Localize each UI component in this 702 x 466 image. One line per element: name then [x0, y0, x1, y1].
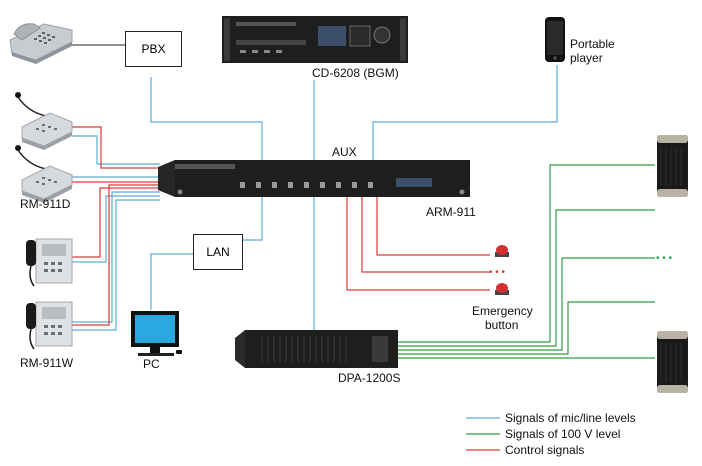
- aux-label: AUX: [332, 145, 357, 159]
- legend-mic-line: Signals of mic/line levels: [505, 411, 636, 425]
- emergency-label: Emergency: [472, 304, 533, 318]
- red-ellipsis: • • •: [489, 267, 506, 278]
- wall-mic-station-icon: [26, 301, 73, 350]
- arm911-label: ARM-911: [426, 205, 476, 219]
- green-ellipsis: • • •: [656, 253, 673, 264]
- pc-monitor-icon: [131, 311, 182, 356]
- cd-player-device: [222, 16, 408, 63]
- portable-label-2: player: [570, 51, 603, 65]
- v100-wires: [398, 164, 655, 359]
- desk-mic-icon: [15, 92, 73, 150]
- rm911d-label: RM-911D: [20, 197, 71, 211]
- lan-label: LAN: [206, 245, 230, 259]
- control-wires: [72, 126, 490, 326]
- rm911w-label: RM-911W: [20, 356, 74, 370]
- wall-mic-station-icon: [26, 238, 73, 287]
- pbx-label: PBX: [141, 42, 166, 56]
- smartphone-icon: [545, 17, 565, 62]
- lan-box: LAN: [193, 234, 243, 270]
- emergency-button-icon: [495, 245, 509, 257]
- arm-911-device: [158, 160, 470, 197]
- pbx-box: PBX: [125, 31, 182, 67]
- legend-control: Control signals: [505, 443, 585, 457]
- dpa-1200s-device: [235, 330, 398, 368]
- dpa-label: DPA-1200S: [338, 371, 401, 385]
- column-speaker-icon: [657, 135, 688, 197]
- emergency-button-icon: [495, 283, 509, 295]
- cd-player-label: CD-6208 (BGM): [312, 66, 399, 80]
- pc-label: PC: [143, 357, 160, 371]
- emergency-label-2: button: [485, 318, 519, 332]
- desk-mic-icon: [15, 145, 73, 203]
- portable-label: Portable: [570, 37, 615, 51]
- column-speaker-icon: [657, 331, 688, 393]
- telephone-icon: [9, 23, 73, 64]
- mic-line-wires: [72, 65, 558, 335]
- legend-100v: Signals of 100 V level: [505, 427, 621, 441]
